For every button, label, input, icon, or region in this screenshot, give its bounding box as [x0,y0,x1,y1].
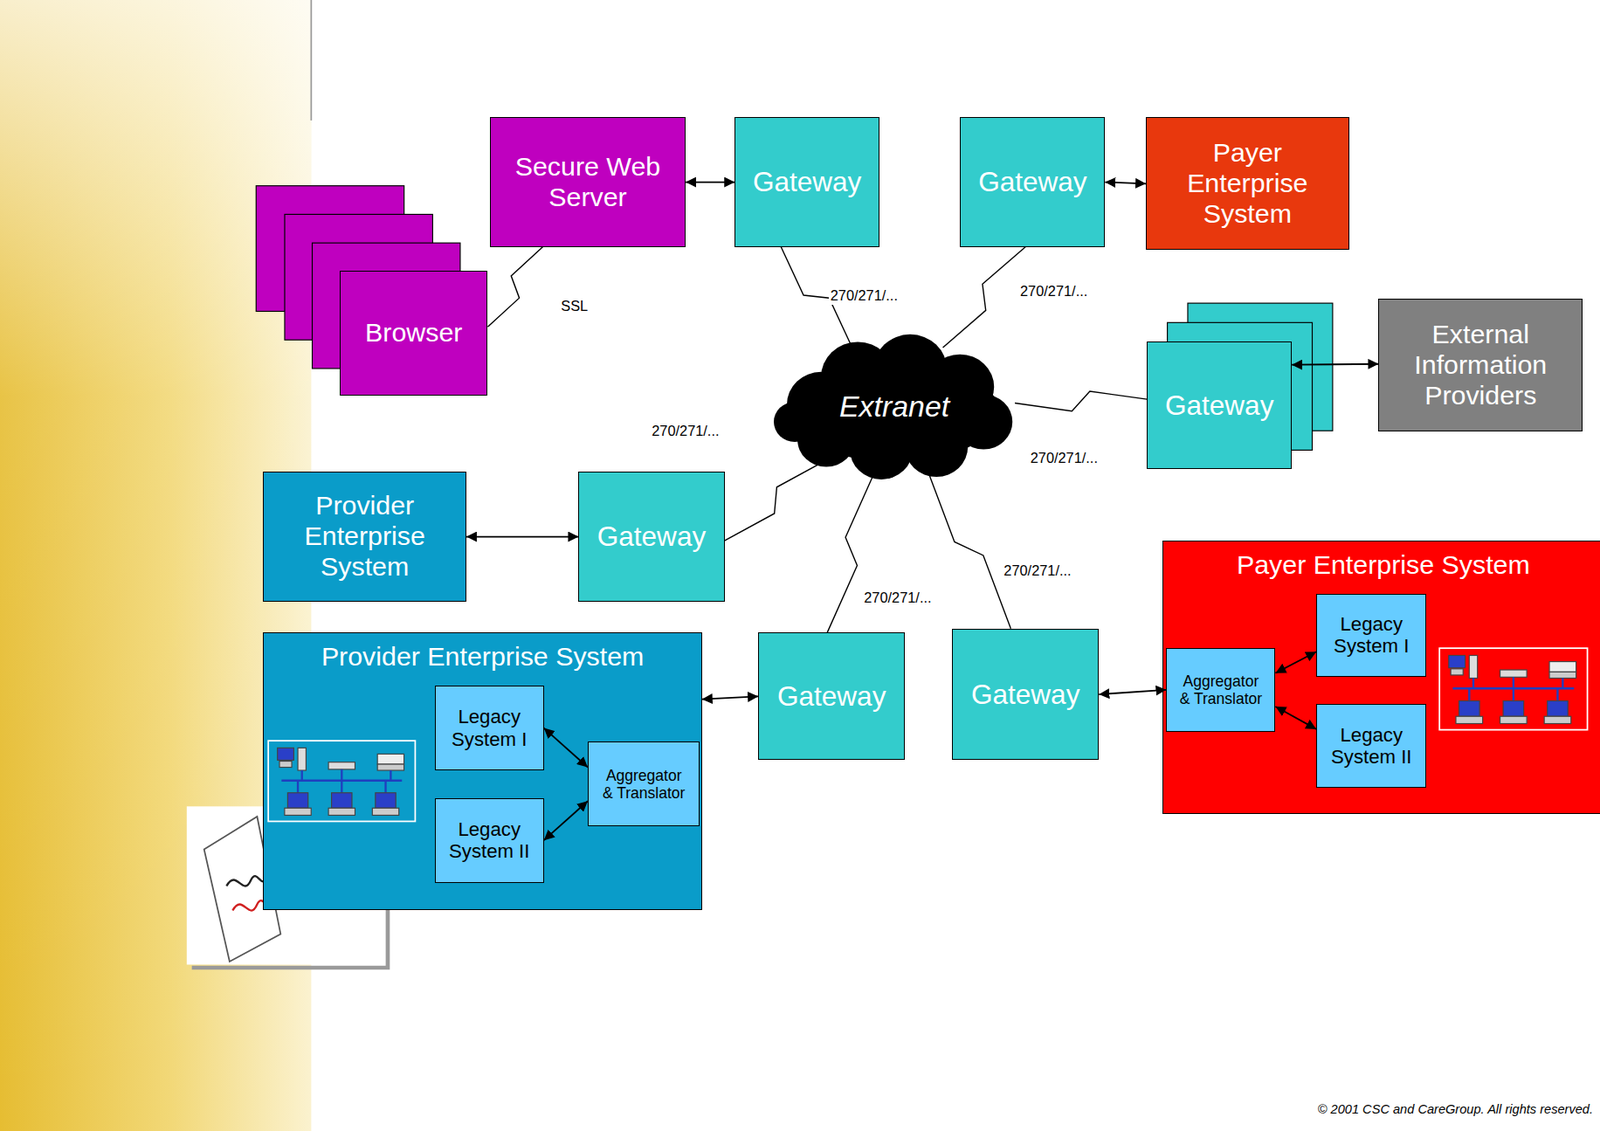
link-label: 270/271/... [649,422,721,441]
lightning-link [724,460,828,541]
box-label: Secure Web Server [496,151,680,214]
link-label: SSL [558,297,590,316]
arrow-connector [685,181,735,184]
divider-line [310,0,312,121]
legacy-box: Legacy System II [434,798,545,883]
box-title: Provider Enterprise System [321,641,645,673]
box-label: Gateway [777,680,886,712]
arrow-connector [544,728,588,768]
box-label: External Information Providers [1384,319,1577,412]
provider-box: Provider Enterprise System [262,471,467,603]
link-label: 270/271/... [828,287,900,305]
box-label: Aggregator & Translator [599,766,690,802]
gateway-box: Gateway [951,628,1099,761]
gateway-box: Gateway [578,471,725,603]
lightning-link [780,247,852,347]
link-label: 270/271/... [862,589,933,607]
lightning-link [1014,391,1147,412]
arrow-connector [544,800,588,841]
arrow-connector [1098,689,1166,695]
lightning-link [943,247,1027,348]
box-label: Gateway [752,165,862,198]
gateway-box: Gateway [959,117,1105,247]
arrow-connector [1104,182,1146,185]
network-icon [1438,647,1589,732]
provider-system: Provider Enterprise SystemLegacy System … [262,632,702,911]
arrow-connector [702,696,759,699]
server-box: Secure Web Server [489,117,686,247]
box-label: Legacy System I [441,705,538,751]
arrow-connector [1291,363,1379,366]
box-label: Gateway [978,165,1087,198]
box-label: Browser [365,317,463,349]
box-label: Legacy System II [1322,724,1421,769]
copyright-note: © 2001 CSC and CareGroup. All rights res… [1317,1102,1594,1117]
lightning-link [827,470,876,634]
box-label: Gateway [1165,389,1274,421]
box-label: Gateway [971,678,1080,711]
translator-box: Aggregator & Translator [1165,648,1276,732]
box-label: Extranet [839,389,950,424]
box-label: Payer Enterprise System [1151,137,1344,230]
gateway-box: Gateway [758,632,905,760]
translator-box: Aggregator & Translator [587,741,701,827]
gateway-box: Gateway [1146,341,1292,469]
box-label: Legacy System I [1322,613,1421,658]
legacy-box: Legacy System I [1316,593,1427,677]
legacy-box: Legacy System I [434,685,545,771]
legacy-box: Legacy System II [1316,703,1427,788]
gateway-box: Gateway [734,117,880,247]
payer-box: Payer Enterprise System [1145,117,1350,250]
link-label: 270/271/... [1028,449,1100,468]
link-label: 270/271/... [1001,562,1073,580]
browser-box: Browser [339,270,488,397]
extranet-cloud: Extranet [763,331,1026,483]
box-title: Payer Enterprise System [1236,550,1531,581]
provider-info-box: External Information Providers [1378,298,1583,432]
lightning-link [487,247,543,328]
arrow-connector [466,536,580,538]
box-label: Gateway [597,520,706,552]
network-icon [267,739,417,823]
lightning-link [926,468,1011,629]
box-label: Legacy System II [441,818,538,863]
box-label: Aggregator & Translator [1177,672,1265,708]
arrow-connector [1275,651,1317,673]
payer-system: Payer Enterprise SystemAggregator & Tran… [1162,540,1600,814]
box-label: Provider Enterprise System [268,490,461,583]
link-label: 270/271/... [1018,282,1090,301]
arrow-connector [1275,706,1317,730]
